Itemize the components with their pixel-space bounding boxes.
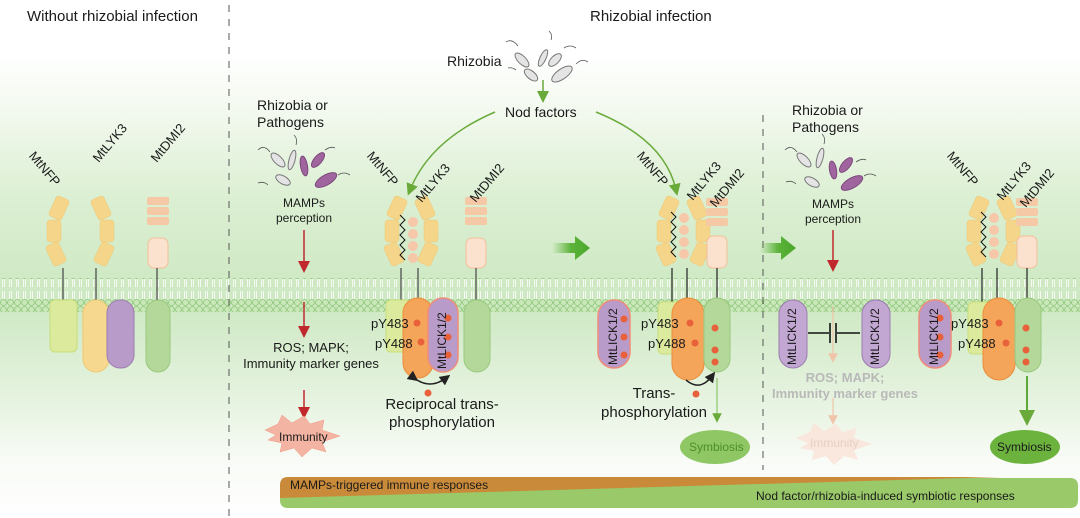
label-rhizobia: Rhizobia (447, 53, 502, 69)
label-mamps-perception-1: MAMPs perception (268, 196, 340, 226)
label-immunity: Immunity (279, 430, 328, 444)
symbiosis-ellipse-2 (990, 430, 1060, 464)
label-py488-3: pY488 (958, 336, 996, 351)
label-lick-2: MtLICK1/2 (606, 308, 620, 365)
label-py483-2: pY483 (641, 316, 679, 331)
label-py483-3: pY483 (951, 316, 989, 331)
label-lick-5: MtLICK1/2 (927, 308, 941, 365)
progress-arrow-2 (760, 236, 796, 260)
immune-response-band (280, 477, 1000, 498)
green-arrow-to-receptor-1 (406, 111, 496, 196)
label-symbiosis-1: Symbiosis (689, 440, 744, 454)
label-lick-3: MtLICK1/2 (785, 308, 799, 365)
label-py488-2: pY488 (648, 336, 686, 351)
receptor-group-symbiotic (918, 195, 1060, 464)
label-line: Rhizobia or (257, 97, 328, 113)
label-py488-1: pY488 (375, 336, 413, 351)
label-line: Trans- (632, 385, 676, 402)
label-line: Reciprocal trans- (385, 396, 499, 413)
label-lick-1: MtLICK1/2 (435, 312, 449, 369)
bacteria-cluster-1 (257, 134, 351, 188)
bacteria-cluster-rhizobia (505, 30, 589, 83)
immunity-burst (264, 414, 341, 458)
label-line: phosphorylation (601, 404, 707, 421)
panel-title-infected: Rhizobial infection (590, 8, 712, 25)
progress-arrow-1 (552, 236, 590, 260)
label-immune-band: MAMPs-triggered immune responses (290, 478, 489, 492)
label-line: MAMPs (283, 196, 325, 210)
label-ros-mapk-1: ROS; MAPK; Immunity marker genes (236, 340, 386, 372)
label-reciprocal-transphosphorylation: Reciprocal trans- phosphorylation (372, 396, 512, 432)
label-line: ROS; MAPK; (805, 370, 885, 385)
inhibition-symbol (808, 323, 860, 343)
immunity-burst-faded (796, 423, 872, 465)
bacteria-cluster-2 (784, 133, 877, 191)
receptor-group-trans (597, 195, 750, 464)
label-line: phosphorylation (389, 414, 495, 431)
label-line: Rhizobia or (792, 102, 863, 118)
label-line: Immunity marker genes (772, 386, 918, 401)
label-rhizobia-or-pathogens-2: Rhizobia or Pathogens (792, 102, 863, 136)
label-line: Immunity marker genes (243, 356, 379, 371)
label-lick-4: MtLICK1/2 (868, 308, 882, 365)
label-rhizobia-or-pathogens-1: Rhizobia or Pathogens (257, 97, 328, 131)
label-line: MAMPs (812, 197, 854, 211)
label-line: Pathogens (257, 114, 324, 130)
symbiosis-ellipse-1 (680, 430, 750, 464)
label-symbiotic-band: Nod factor/rhizobia-induced symbiotic re… (756, 489, 1015, 503)
label-line: ROS; MAPK; (273, 340, 349, 355)
label-ros-mapk-2-faded: ROS; MAPK; Immunity marker genes (760, 370, 930, 402)
label-line: perception (275, 211, 333, 225)
plasma-membrane (0, 278, 1080, 312)
panel-title-uninfected: Without rhizobial infection (27, 8, 198, 25)
receptor-group-reciprocal (383, 195, 491, 397)
label-mamps-perception-2: MAMPs perception (797, 197, 869, 227)
label-transphosphorylation: Trans- phosphorylation (598, 384, 710, 422)
label-symbiosis-2: Symbiosis (997, 440, 1052, 454)
label-py483-1: pY483 (371, 316, 409, 331)
label-immunity-faded: Immunity (810, 436, 859, 450)
receptor-group-uninfected (45, 195, 171, 373)
label-nod-factors: Nod factors (505, 104, 577, 120)
label-line: Pathogens (792, 119, 859, 135)
label-line: perception (804, 212, 862, 226)
green-arrow-to-receptor-2 (595, 111, 681, 196)
